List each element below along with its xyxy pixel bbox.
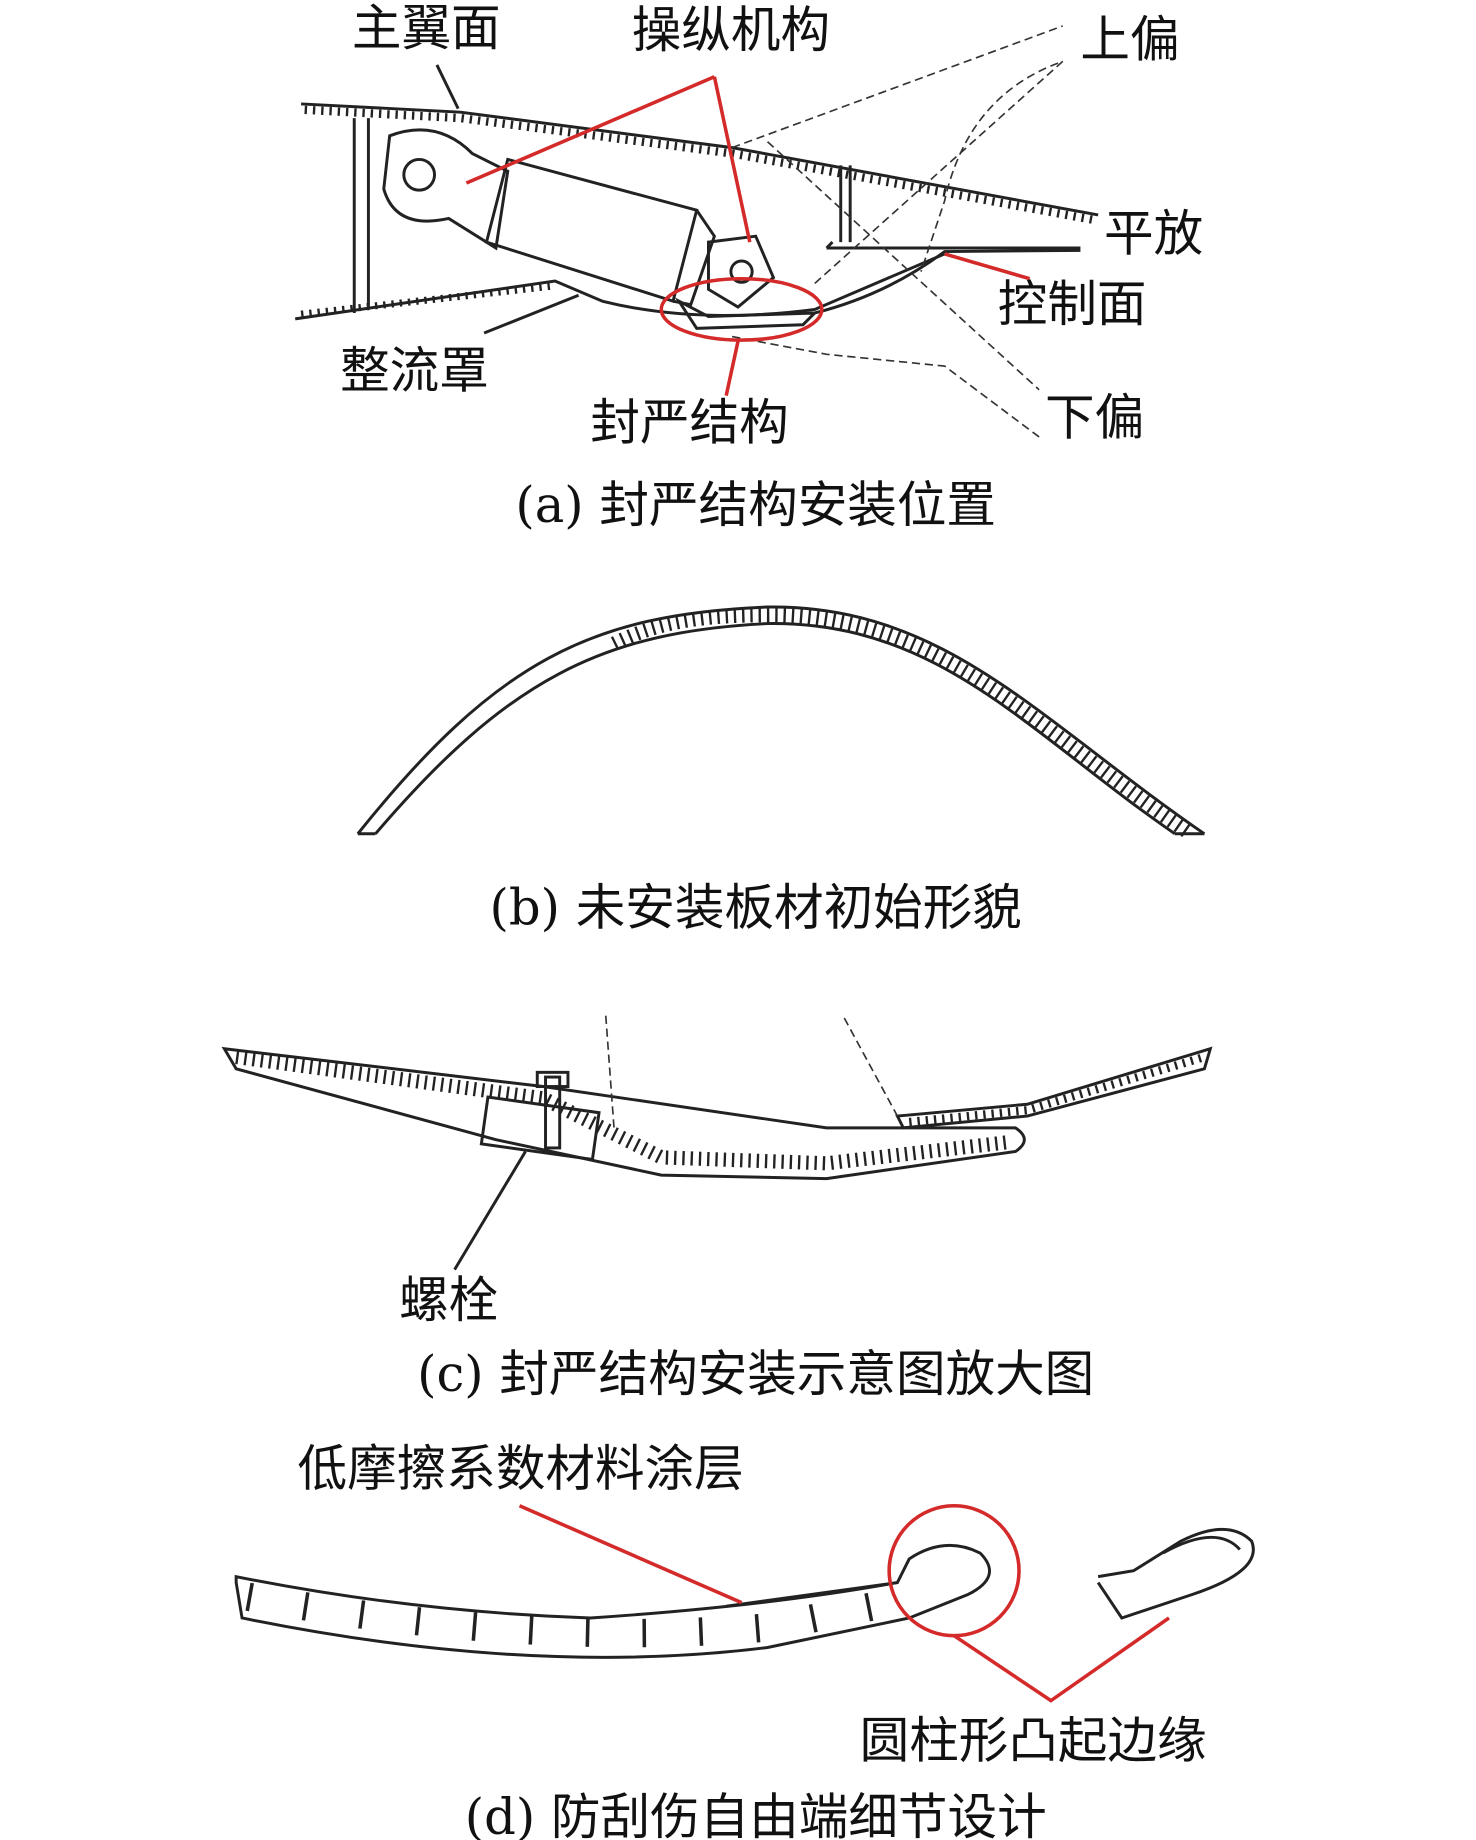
pivot-circle xyxy=(402,157,437,192)
label-coating: 低摩擦系数材料涂层 xyxy=(298,1440,744,1498)
label-fairing: 整流罩 xyxy=(340,341,489,399)
seal-plate xyxy=(221,1046,1026,1181)
label-actuator: 操纵机构 xyxy=(632,1,830,59)
label-bolt: 螺栓 xyxy=(399,1271,498,1329)
bolt-leader xyxy=(453,1150,527,1271)
down-deflection-outline xyxy=(731,141,1040,438)
edge-highlight-circle xyxy=(887,1504,1021,1638)
caption-a: (a) 封严结构安装位置 xyxy=(515,476,996,534)
label-down-deflect: 下偏 xyxy=(1045,389,1144,447)
actuator-leader xyxy=(465,75,752,243)
control-surface-skin xyxy=(895,1046,1213,1130)
panel-b-initial-shape: (b) 未安装板材初始形貌 xyxy=(356,605,1206,937)
seal-leader xyxy=(724,340,740,397)
edge-detail-right xyxy=(1096,1527,1255,1620)
edge-leader xyxy=(953,1616,1171,1703)
panel-c-installation-enlarged: 螺栓 (c) 封严结构安装示意图放大图 xyxy=(221,1015,1213,1403)
fairing-lower-skin xyxy=(294,252,946,321)
label-neutral: 平放 xyxy=(1104,204,1203,262)
sheet-outer xyxy=(356,605,1206,836)
fairing-leader xyxy=(483,293,580,335)
caption-c: (c) 封严结构安装示意图放大图 xyxy=(417,1345,1094,1403)
backing-plate xyxy=(479,1095,601,1162)
control-surface-top xyxy=(825,241,1081,250)
spar xyxy=(352,118,370,313)
coating-leader xyxy=(518,1504,743,1605)
up-deflection-outline xyxy=(731,25,1064,285)
control-surface-lower xyxy=(814,248,1081,315)
control-surface-leader xyxy=(944,252,1031,281)
seal-structure xyxy=(674,297,819,330)
label-seal: 封严结构 xyxy=(590,393,788,451)
caption-b: (b) 未安装板材初始形貌 xyxy=(490,879,1022,937)
label-control-surface: 控制面 xyxy=(998,275,1147,333)
bolt xyxy=(544,1075,562,1150)
main-wing-upper-skin xyxy=(301,102,1099,217)
sheet-hatching xyxy=(610,608,1191,838)
label-edge: 圆柱形凸起边缘 xyxy=(860,1711,1207,1769)
sheet-inner xyxy=(374,622,1176,836)
main-wing-leader xyxy=(435,64,460,110)
sheet-with-curl xyxy=(234,1543,991,1659)
coating-layer xyxy=(725,1581,898,1608)
caption-d: (d) 防刮伤自由端细节设计 xyxy=(465,1788,1047,1840)
seal-highlight-ellipse xyxy=(659,276,824,342)
label-up-deflect: 上偏 xyxy=(1080,11,1179,69)
panel-d-free-end-detail: 低摩擦系数材料涂层 圆柱形凸起边缘 (d) 防刮伤自由端细节设计 xyxy=(234,1440,1255,1840)
label-main-wing: 主翼面 xyxy=(352,0,501,57)
panel-a-installation-location: 主翼面 操纵机构 上偏 平放 控制面 整流罩 封严结构 下偏 (a) 封严结构安… xyxy=(294,0,1203,534)
